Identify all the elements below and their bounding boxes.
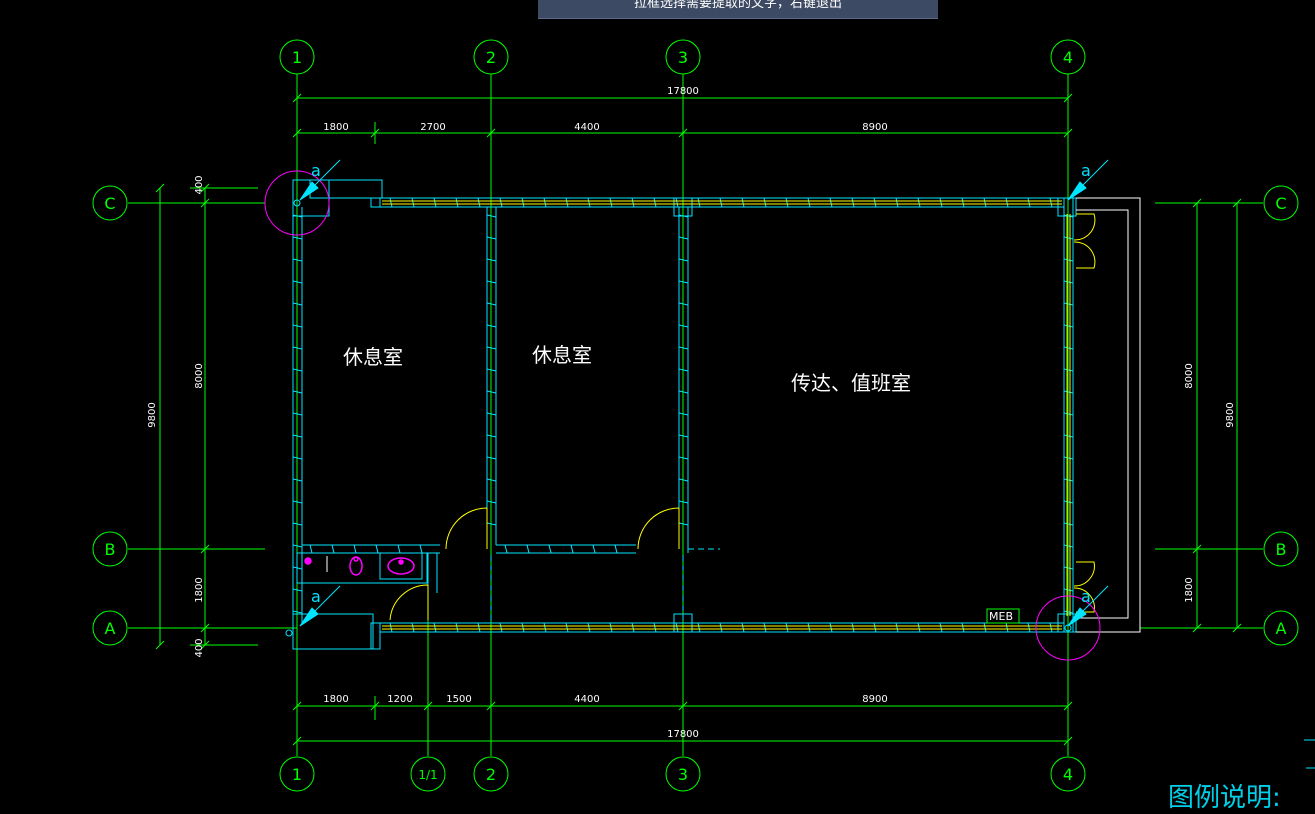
horizontal-grid-lines [128, 202, 1263, 629]
exterior-canopy-outline [1076, 197, 1141, 633]
bathroom-fixtures [264, 170, 1101, 661]
meb-label: MEB [989, 610, 1013, 623]
bonding-marker-labels: a a a a [311, 161, 1091, 606]
axis-labels: 1 2 3 4 1 1/1 2 3 4 C B A C B A [104, 48, 1286, 784]
axis-bubble-bottom-1 [279, 756, 315, 792]
command-tooltip: 拉框选择需要提取的文字，右键退出 [538, 0, 938, 19]
toilet-icon [349, 556, 363, 576]
room-label-duty: 传达、值班室 [791, 371, 911, 395]
axis-bubble-bottom-3 [665, 756, 701, 792]
room-label-rest-2: 休息室 [532, 343, 592, 367]
axis-left-c: C [104, 194, 115, 213]
dim-left-8000: 8000 [194, 363, 205, 388]
dim-top-3: 4400 [574, 122, 599, 133]
axis-right-a: A [1276, 619, 1287, 638]
axis-bubbles[interactable] [92, 39, 1299, 792]
doors[interactable] [389, 213, 1096, 621]
dim-top-4: 8900 [862, 122, 887, 133]
dim-bottom-5: 8900 [862, 694, 887, 705]
axis-bottom-1-1: 1/1 [418, 768, 437, 782]
marker-a-label-bl: a [311, 587, 321, 606]
dim-left-outer: 9800 [147, 402, 158, 427]
legend-title[interactable]: 图例说明: [1168, 783, 1281, 813]
dimension-texts: 17800 1800 2700 4400 8900 1800 1200 1500… [147, 86, 1236, 740]
dim-bottom-3: 1500 [446, 694, 471, 705]
axis-bubble-left-a [92, 610, 128, 646]
door-restroom-1 [445, 507, 488, 550]
axis-left-b: B [105, 540, 116, 559]
axis-bottom-2: 2 [486, 765, 496, 784]
axis-bubble-left-c [92, 185, 128, 221]
dim-right-1800: 1800 [1184, 577, 1195, 602]
axis-top-2: 2 [486, 48, 496, 67]
dim-left-400-bottom: 400 [194, 638, 205, 657]
door-restroom-2 [637, 507, 680, 550]
axis-right-b: B [1276, 540, 1287, 559]
vertical-grid-lines [296, 74, 1069, 756]
door-bathroom [389, 584, 429, 621]
top-dimension-lines [292, 93, 1073, 144]
marker-a-label-tl: a [311, 161, 321, 180]
door-entrance-bottom [1073, 561, 1095, 613]
axis-bubble-left-b [92, 531, 128, 567]
axis-bottom-1: 1 [292, 765, 302, 784]
left-dimension-lines [155, 183, 258, 650]
axis-right-c: C [1275, 194, 1286, 213]
dim-right-outer: 9800 [1225, 402, 1236, 427]
axis-bubble-bottom-1-1 [410, 756, 446, 792]
highlighted-wall-lines [382, 200, 1071, 630]
axis-bubble-top-3 [665, 39, 701, 75]
dim-top-total: 17800 [667, 86, 699, 97]
marker-a-label-tr: a [1081, 161, 1091, 180]
axis-bubble-right-a [1263, 610, 1299, 646]
axis-bubble-top-2 [473, 39, 509, 75]
washbasin-icon [387, 557, 415, 575]
dim-bottom-total: 17800 [667, 729, 699, 740]
dim-bottom-2: 1200 [387, 694, 412, 705]
axis-bubble-top-1 [279, 39, 315, 75]
wall-hatching [292, 197, 1074, 633]
bottom-dimension-lines [292, 696, 1073, 746]
door-entrance-top [1073, 213, 1096, 269]
clipped-edge-text [1304, 739, 1315, 769]
marker-a-label-br: a [1081, 587, 1091, 606]
axis-bottom-3: 3 [678, 765, 688, 784]
dim-right-8000: 8000 [1184, 363, 1195, 388]
axis-top-4: 4 [1063, 48, 1073, 67]
axis-top-1: 1 [292, 48, 302, 67]
room-labels[interactable]: 休息室 休息室 传达、值班室 [343, 343, 911, 395]
right-dimension-lines [1192, 198, 1242, 633]
axis-bubble-bottom-4 [1050, 756, 1086, 792]
meb-box[interactable]: MEB [986, 608, 1020, 624]
axis-bubble-bottom-2 [473, 756, 509, 792]
dim-left-1800: 1800 [194, 577, 205, 602]
room-label-rest-1: 休息室 [343, 345, 403, 369]
dim-top-1: 1800 [323, 122, 348, 133]
axis-bubble-right-b [1263, 531, 1299, 567]
dim-left-400-top: 400 [194, 175, 205, 194]
dim-bottom-4: 4400 [574, 694, 599, 705]
bonding-markers[interactable] [285, 159, 1109, 637]
axis-bubble-right-c [1263, 185, 1299, 221]
axis-top-3: 3 [678, 48, 688, 67]
axis-bubble-top-4 [1050, 39, 1086, 75]
axis-left-a: A [105, 619, 116, 638]
dim-top-2: 2700 [420, 122, 445, 133]
dim-bottom-1: 1800 [323, 694, 348, 705]
axis-bottom-4: 4 [1063, 765, 1073, 784]
